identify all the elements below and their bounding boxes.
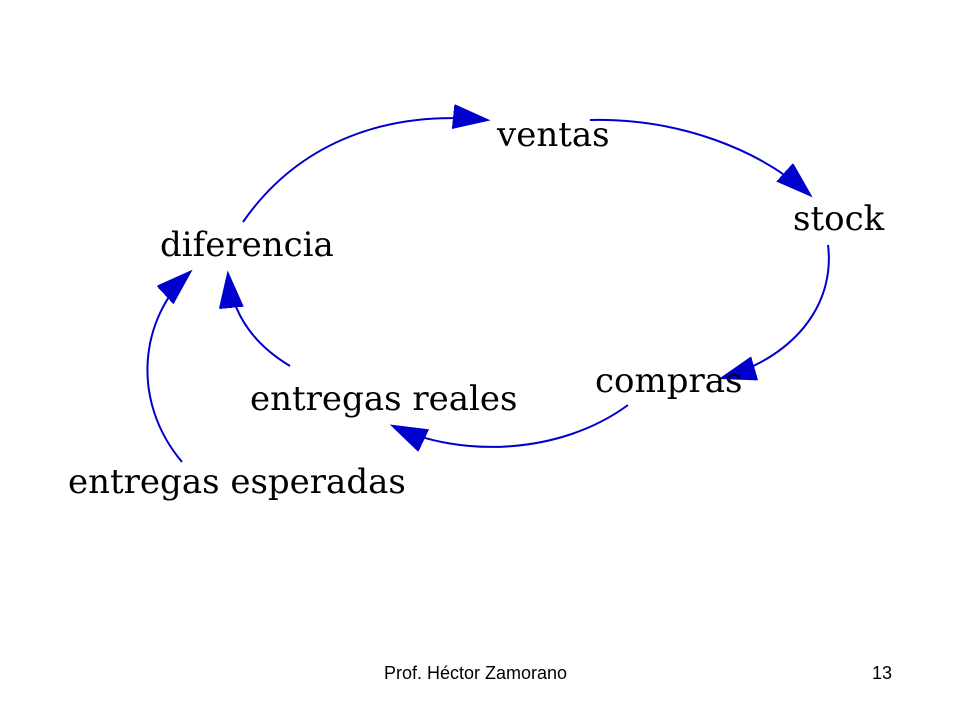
edge-entregas-reales-to-diferencia: [228, 274, 291, 367]
node-stock: stock: [793, 199, 885, 239]
footer-author: Prof. Héctor Zamorano: [384, 663, 568, 683]
node-entregas-esperadas: entregas esperadas: [68, 462, 406, 502]
node-compras: compras: [595, 361, 743, 401]
node-ventas: ventas: [496, 115, 610, 155]
edge-entregas-esperadas-to-diferencia: [146, 272, 190, 463]
node-diferencia: diferencia: [160, 225, 334, 265]
edge-diferencia-to-ventas: [242, 118, 487, 223]
edge-ventas-to-stock: [589, 118, 810, 195]
page-number: 13: [872, 663, 893, 683]
node-entregas-reales: entregas reales: [250, 379, 517, 419]
edge-compras-to-entregas-reales: [393, 404, 629, 447]
edge-stock-to-compras: [722, 244, 830, 378]
